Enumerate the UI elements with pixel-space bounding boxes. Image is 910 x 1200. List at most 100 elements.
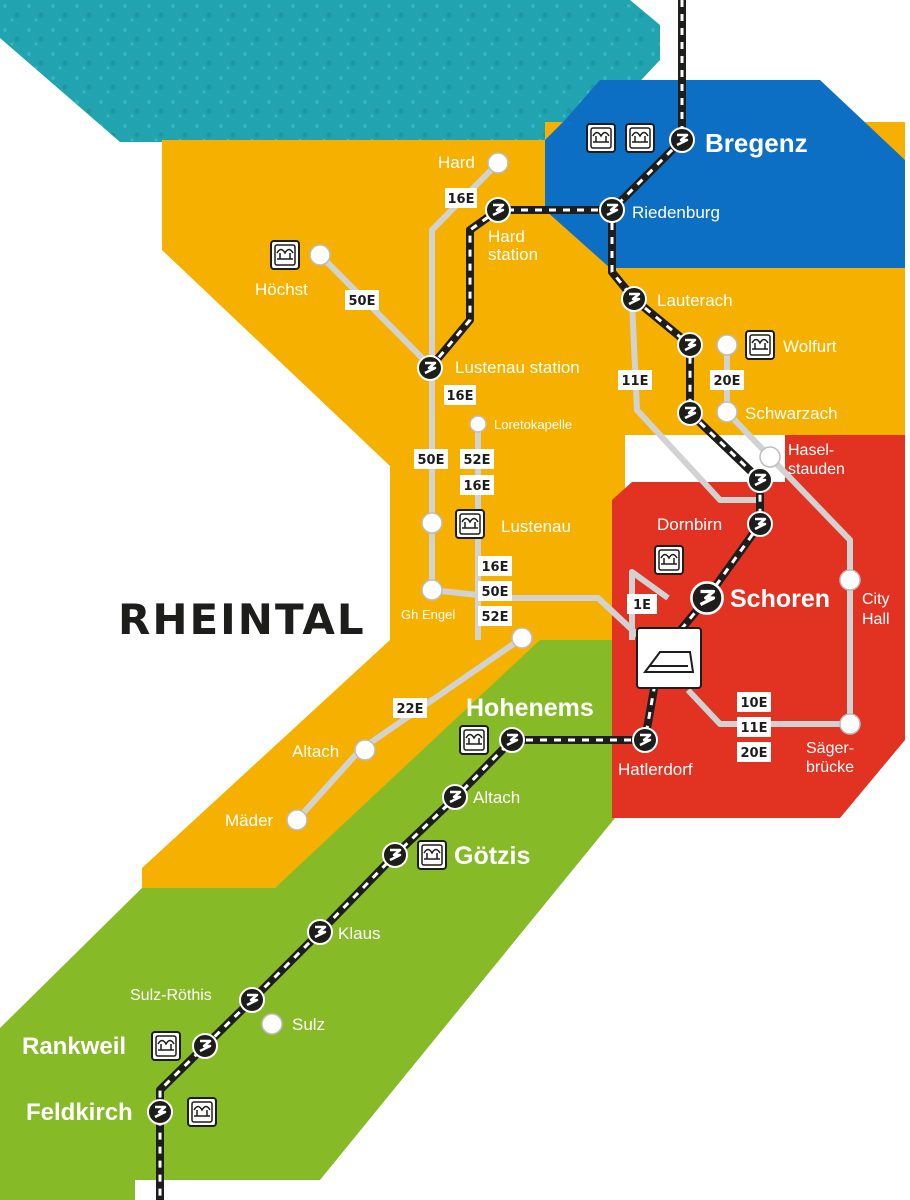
label-saegerbruecke-1: Säger-	[806, 740, 854, 757]
label-haselstauden-2: stauden	[788, 461, 845, 478]
badge-16e-lustenau2: 16E	[460, 475, 494, 495]
badge-50e-engel: 50E	[478, 581, 512, 601]
bus-line-engel	[431, 587, 646, 643]
badge-16e-engel: 16E	[478, 556, 512, 576]
station-bregenz	[668, 126, 696, 154]
label-altach-bus: Altach	[292, 742, 339, 761]
station-riedenburg	[598, 196, 626, 224]
station-hohenems	[498, 726, 526, 754]
station-hard	[484, 196, 512, 224]
station-dornbirn	[746, 510, 774, 538]
label-schwarzach: Schwarzach	[745, 404, 838, 423]
svg-text:20E: 20E	[741, 746, 768, 761]
label-rankweil: Rankweil	[22, 1033, 126, 1060]
label-city-hall-2: Hall	[862, 611, 890, 628]
label-dornbirn: Dornbirn	[657, 515, 722, 534]
badge-20e-wolfurt: 20E	[710, 370, 744, 390]
station-altach	[441, 783, 469, 811]
svg-text:50E: 50E	[349, 294, 376, 309]
svg-text:10E: 10E	[741, 696, 768, 711]
bath-icon	[270, 240, 300, 270]
blue-zone	[545, 80, 905, 268]
stop-sulz	[261, 1013, 283, 1035]
station-haselstauden	[746, 466, 774, 494]
badge-20e-dornbirn: 20E	[737, 742, 771, 762]
line-badges: 16E 50E 11E 20E 16E 50E 52E 16E 16E 50E …	[345, 188, 771, 762]
exhibition-hall-icon	[636, 627, 702, 689]
bus-stops	[261, 152, 861, 1035]
label-hoechst: Höchst	[255, 280, 308, 299]
label-lustenau: Lustenau	[501, 517, 571, 536]
bus-line-1e	[629, 569, 670, 640]
station-schwarzach	[676, 399, 704, 427]
badge-10e: 10E	[737, 692, 771, 712]
stop-city-hall	[839, 569, 861, 591]
station-rankweil	[191, 1032, 219, 1060]
label-lauterach: Lauterach	[657, 291, 733, 310]
label-bregenz: Bregenz	[705, 128, 808, 158]
svg-text:11E: 11E	[741, 721, 768, 736]
station-goetzis	[381, 841, 409, 869]
label-hard-station-2: station	[488, 245, 538, 264]
cable-car-icon	[654, 545, 684, 575]
stop-altach-bus	[354, 739, 376, 761]
svg-text:16E: 16E	[447, 389, 474, 404]
stop-saegerbruecke	[839, 713, 861, 735]
label-sulz: Sulz	[292, 1015, 325, 1034]
svg-text:22E: 22E	[397, 702, 424, 717]
svg-text:50E: 50E	[418, 453, 445, 468]
station-hatlerdorf	[631, 726, 659, 754]
lake-constance-water	[0, 0, 660, 142]
label-city-hall-1: City	[862, 591, 890, 608]
stop-hoechst	[309, 244, 331, 266]
station-feldkirch	[146, 1098, 174, 1126]
station-schoren	[689, 580, 725, 616]
label-loretokapelle: Loretokapelle	[494, 417, 572, 432]
label-hard: Hard	[438, 153, 475, 172]
label-hohenems: Hohenems	[466, 694, 594, 722]
badge-22e: 22E	[393, 698, 427, 718]
bath-icon	[459, 725, 489, 755]
label-haselstauden-1: Hasel-	[788, 442, 834, 459]
bus-line-dornbirn-south	[685, 687, 850, 727]
label-gh-engel: Gh Engel	[401, 607, 455, 622]
stop-maeder	[286, 809, 308, 831]
stop-loretokapelle	[469, 415, 487, 433]
label-riedenburg: Riedenburg	[632, 203, 720, 222]
badge-1e: 1E	[627, 594, 657, 614]
svg-text:16E: 16E	[482, 560, 509, 575]
badge-52e-lustenau: 52E	[460, 449, 494, 469]
bus-line-11e	[629, 301, 760, 503]
label-altach-rail: Altach	[473, 788, 520, 807]
bus-line-20e	[724, 345, 853, 724]
region-title: RHEINTAL	[118, 595, 366, 644]
stop-gh-engel	[421, 579, 443, 601]
stop-wolfurt	[716, 334, 738, 356]
bath-icon	[417, 840, 447, 870]
label-hatlerdorf: Hatlerdorf	[618, 760, 693, 779]
stop-schwarzach	[716, 401, 738, 423]
label-lustenau-station: Lustenau station	[455, 358, 580, 377]
label-wolfurt: Wolfurt	[783, 337, 837, 356]
svg-text:20E: 20E	[714, 374, 741, 389]
badge-52e-engel: 52E	[478, 606, 512, 626]
label-goetzis: Götzis	[454, 842, 530, 870]
svg-text:52E: 52E	[464, 453, 491, 468]
svg-text:16E: 16E	[464, 479, 491, 494]
label-maeder: Mäder	[225, 811, 274, 830]
label-feldkirch: Feldkirch	[26, 1099, 133, 1126]
orange-zone	[142, 122, 905, 888]
stop-lustenau	[421, 512, 443, 534]
badge-11e-dornbirn: 11E	[737, 717, 771, 737]
station-sulz-roethis	[238, 986, 266, 1014]
bath-icon	[455, 509, 485, 539]
bath-icon	[151, 1031, 181, 1061]
svg-text:50E: 50E	[482, 585, 509, 600]
badge-16e-hard: 16E	[445, 188, 477, 208]
bath-icon	[187, 1097, 217, 1127]
badge-16e-lustenau-st: 16E	[444, 385, 476, 405]
bath-icon	[625, 123, 655, 153]
label-sulz-roethis: Sulz-Röthis	[130, 987, 212, 1004]
station-wolfurt	[676, 331, 704, 359]
